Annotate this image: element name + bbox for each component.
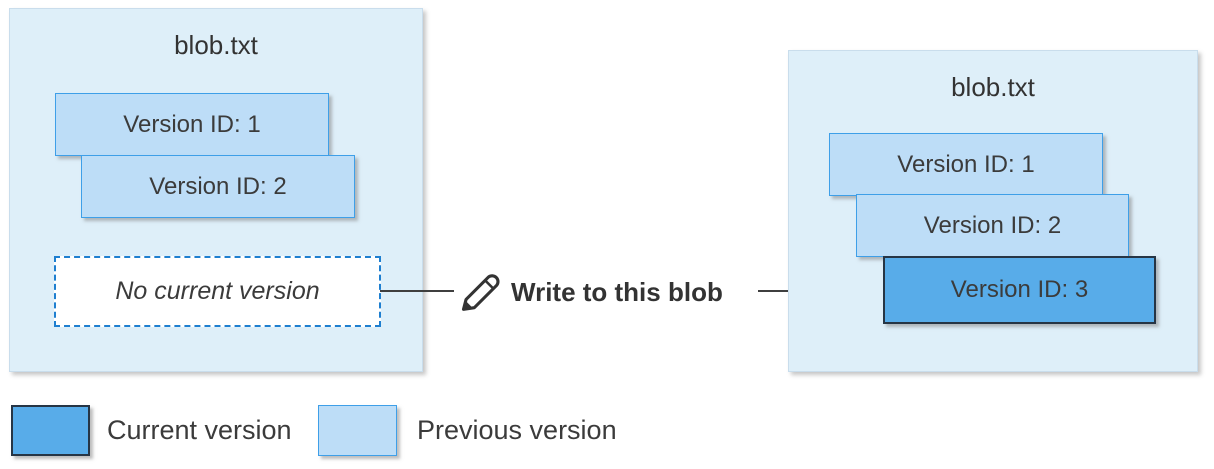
no-current-version-box: No current version xyxy=(54,256,381,327)
version-card-label: Version ID: 1 xyxy=(123,110,261,138)
pencil-icon xyxy=(461,274,500,311)
legend-swatch-previous xyxy=(318,405,397,456)
blob-title: blob.txt xyxy=(951,72,1035,102)
version-card-1: Version ID: 1 xyxy=(829,133,1103,196)
legend-swatch-current xyxy=(11,405,90,456)
connector-line-left xyxy=(380,290,454,292)
version-card-1: Version ID: 1 xyxy=(55,93,329,156)
legend-label-current: Current version xyxy=(107,415,292,445)
blob-box-after: blob.txt Version ID: 1 Version ID: 2 Ver… xyxy=(788,50,1198,372)
version-card-label: Version ID: 1 xyxy=(897,150,1035,178)
no-current-version-label: No current version xyxy=(115,277,320,305)
version-card-label: Version ID: 2 xyxy=(149,172,287,200)
version-card-2: Version ID: 2 xyxy=(81,155,355,218)
version-card-label: Version ID: 3 xyxy=(950,276,1089,303)
version-card-2: Version ID: 2 xyxy=(856,194,1129,257)
version-card-3-current: Version ID: 3 xyxy=(883,256,1156,324)
blob-box-before: blob.txt Version ID: 1 Version ID: 2 No … xyxy=(9,8,423,372)
blob-title: blob.txt xyxy=(174,30,258,60)
legend-label-previous: Previous version xyxy=(417,415,617,445)
write-action-label: Write to this blob xyxy=(511,277,723,307)
version-card-label: Version ID: 2 xyxy=(923,211,1062,239)
